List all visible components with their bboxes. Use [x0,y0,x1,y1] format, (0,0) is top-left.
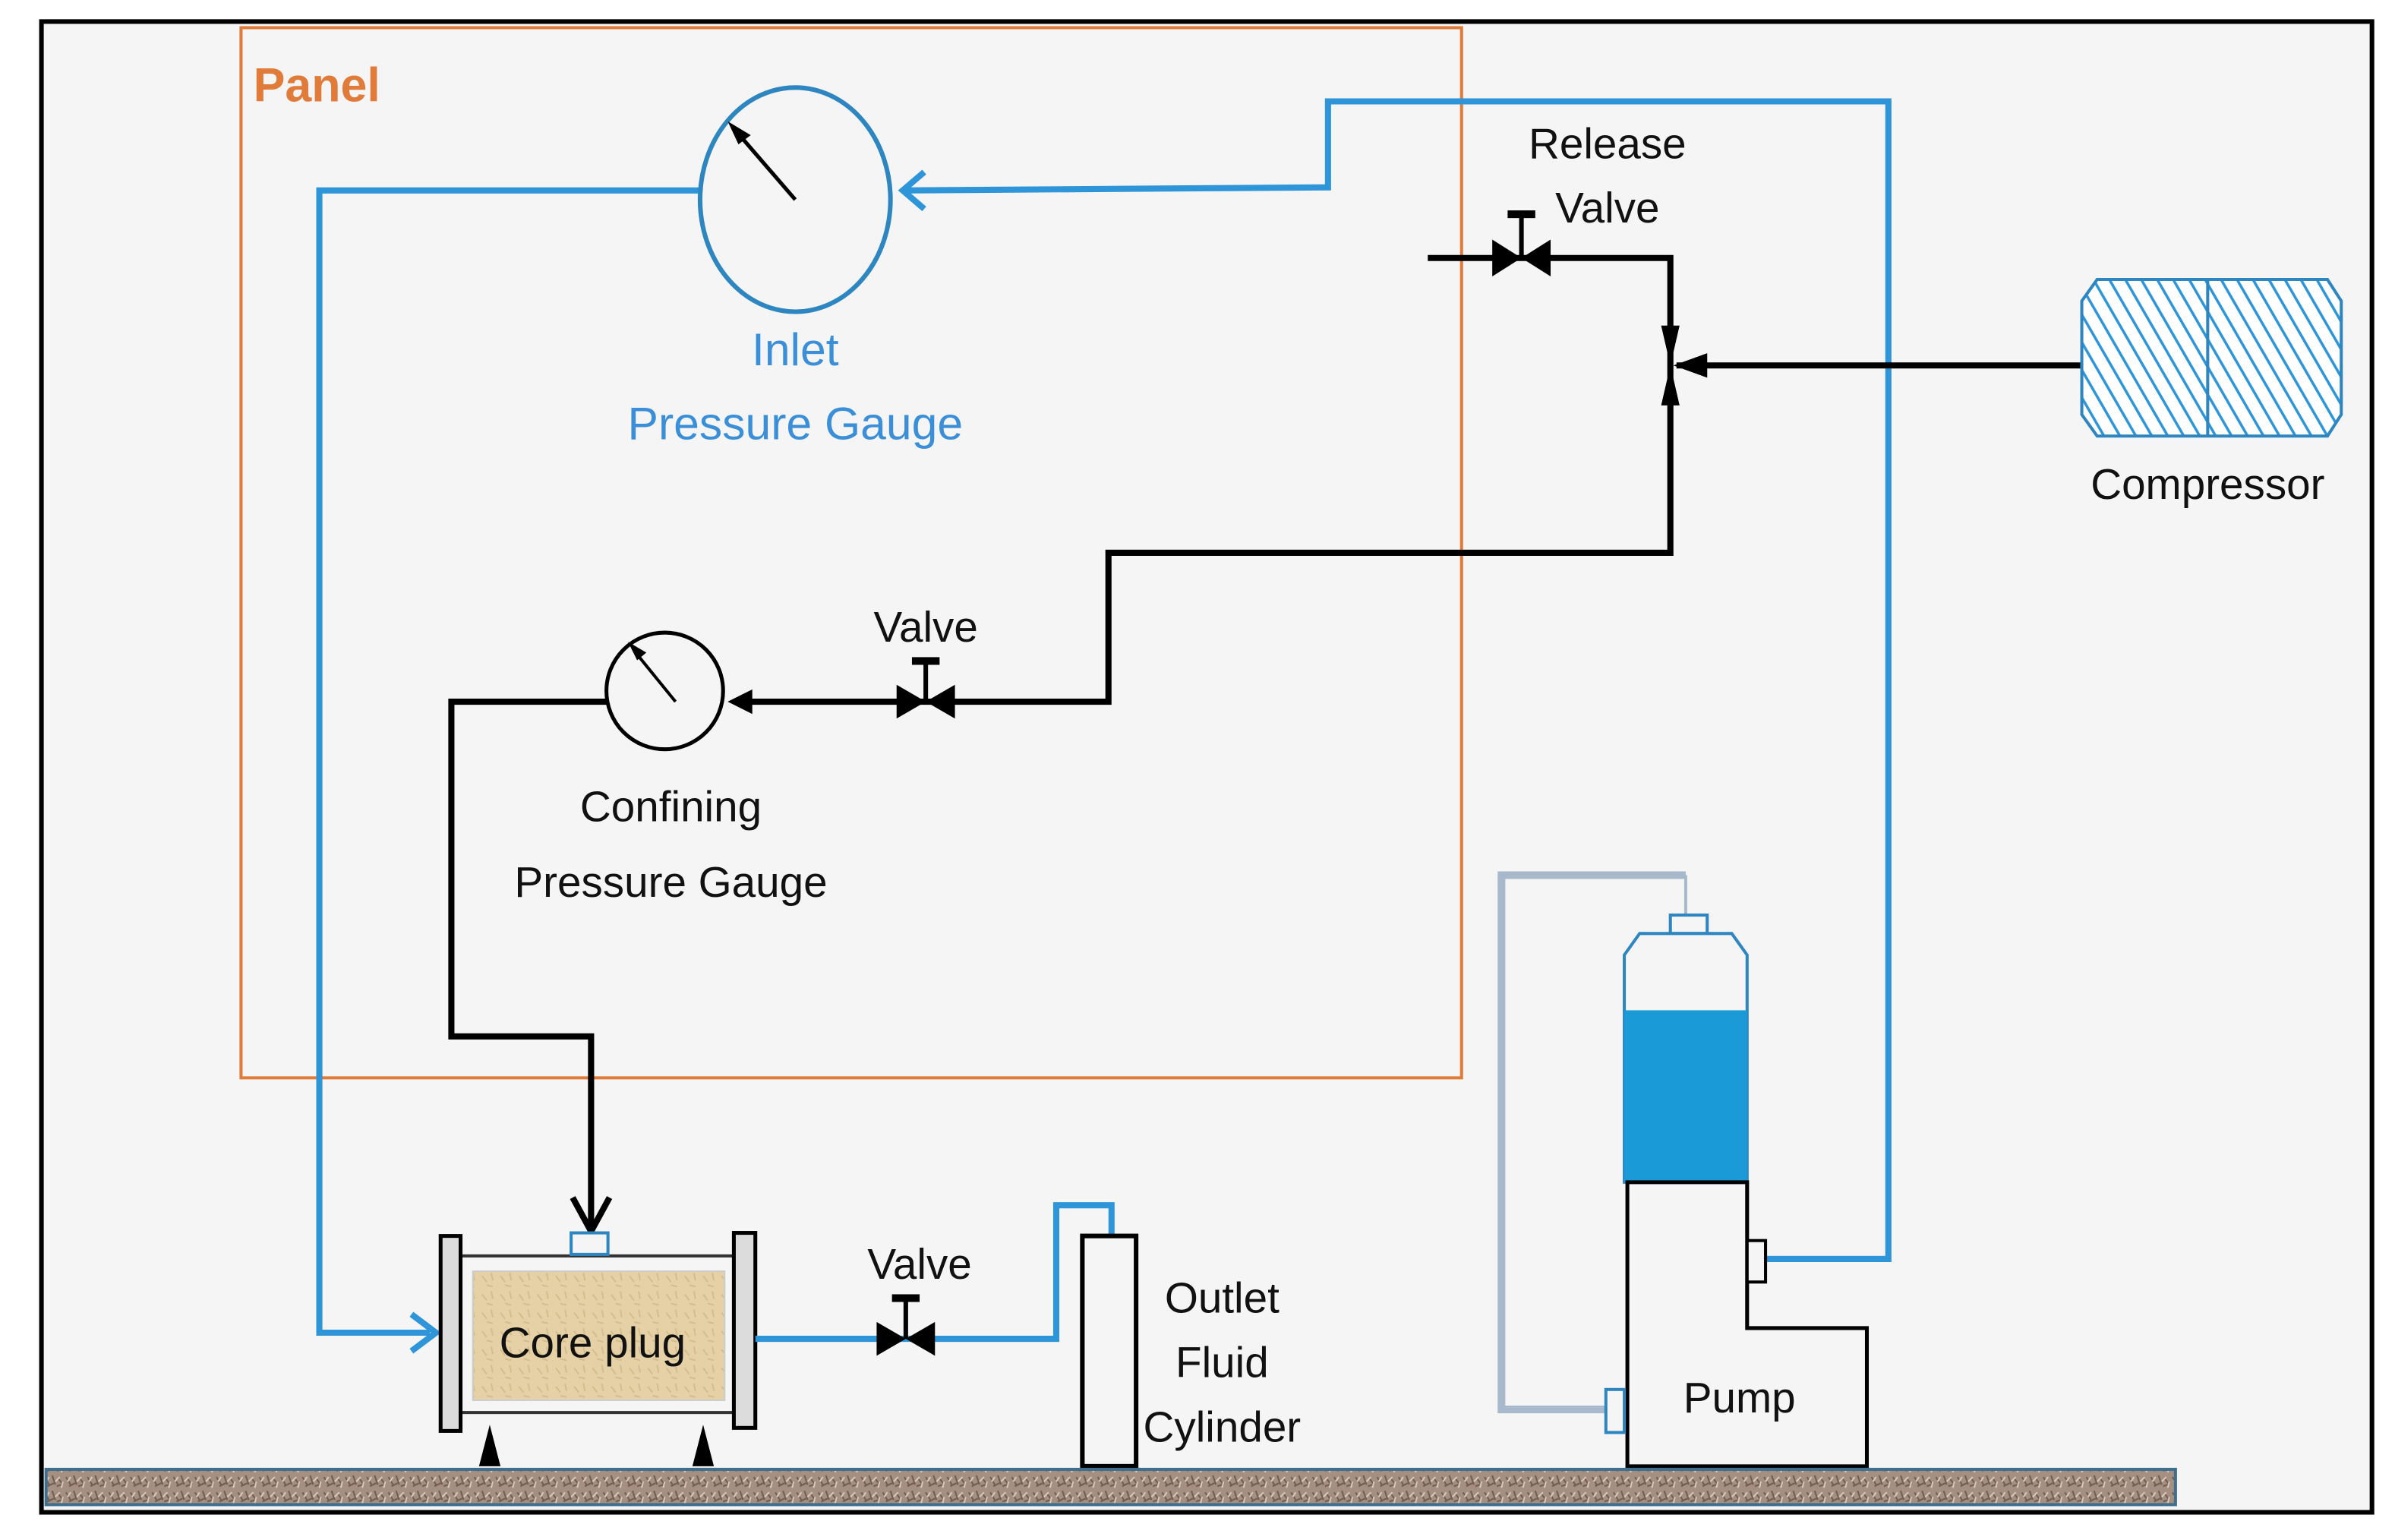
inlet-line-to-core [316,187,707,1336]
core-plug [472,1270,726,1401]
outlet-valve-label: Valve [867,1240,971,1288]
junction-arrows-icon [1661,325,1708,406]
diagram-frame [39,19,2374,1515]
release-valve-icon [1492,210,1551,276]
confining-valve-label: Valve [873,603,977,651]
arrow-icon [409,1311,441,1354]
panel-label: Panel [254,59,380,112]
inlet-gauge-label: Pressure Gauge [628,397,964,449]
outlet-cylinder-label: Cylinder [1144,1403,1302,1451]
arrow-icon [898,169,926,212]
confining-pressure-gauge [604,630,725,752]
pump-to-inlet-line [902,98,1892,1262]
outlet-cylinder-label: Outlet [1165,1274,1280,1322]
arrow-icon [727,689,753,715]
confining-gauge-label: Confining [580,783,762,831]
release-valve-label: Release [1529,119,1687,167]
pump-label: Pump [1683,1374,1796,1422]
outlet-cylinder-label: Fluid [1175,1339,1269,1387]
ground [44,1467,2177,1507]
confining-valve-icon [896,657,955,719]
outlet-valve-icon [876,1294,936,1356]
pump-return-line [1497,871,1686,1414]
compressor-label: Compressor [2090,460,2324,508]
core-plug-label: Core plug [500,1318,686,1366]
compressor-icon [2080,278,2343,438]
confining-line [448,698,607,1226]
outlet-line [755,1202,1115,1343]
confining-gauge-label: Pressure Gauge [514,858,827,906]
release-line [737,254,1674,705]
inlet-gauge-label: Inlet [752,323,839,375]
release-valve-label: Valve [1555,184,1659,232]
pump-icon [1604,914,1870,1469]
inlet-pressure-gauge [697,85,893,314]
core-holder [438,1231,758,1466]
outlet-fluid-cylinder [1080,1233,1139,1469]
